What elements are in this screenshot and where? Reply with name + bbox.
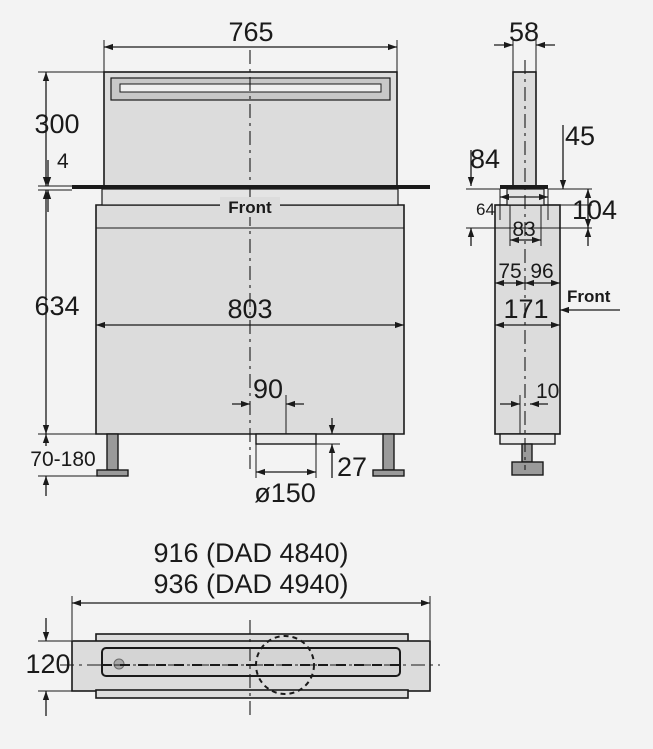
dim-634: 634 xyxy=(34,291,79,321)
dim-45: 45 xyxy=(565,121,595,151)
dim-803: 803 xyxy=(227,294,272,324)
side-foot-base xyxy=(511,461,544,476)
top-view: 916 (DAD 4840) 936 (DAD 4940) 120 xyxy=(25,538,440,718)
dim-64: 64 xyxy=(476,200,495,219)
dim-75: 75 xyxy=(498,260,521,283)
front-label: Front xyxy=(228,198,272,217)
side-duct xyxy=(499,433,556,445)
dim-83: 83 xyxy=(512,218,535,241)
dim-70-180: 70-180 xyxy=(30,448,95,471)
top-front-edge xyxy=(95,689,409,699)
top-intake-slot xyxy=(101,647,401,677)
duct-outlet xyxy=(255,433,317,445)
foot-right xyxy=(382,433,395,471)
side-body xyxy=(494,204,561,435)
dim-300: 300 xyxy=(34,109,79,139)
dim-27: 27 xyxy=(337,452,367,482)
dim-120: 120 xyxy=(25,649,70,679)
side-view: 58 84 45 64 104 83 75 96 171 xyxy=(466,17,620,476)
foot-left-base xyxy=(96,469,129,477)
dim-104: 104 xyxy=(572,195,617,225)
front-view: 765 300 4 634 70-180 Front 803 90 xyxy=(30,17,430,508)
dim-150: ø150 xyxy=(254,478,316,508)
dim-90: 90 xyxy=(253,374,283,404)
dim-10: 10 xyxy=(536,380,559,403)
dim-4: 4 xyxy=(57,150,69,173)
dim-171: 171 xyxy=(503,294,548,324)
dim-84: 84 xyxy=(470,144,500,174)
dim-765: 765 xyxy=(228,17,273,47)
dim-58: 58 xyxy=(509,17,539,47)
side-foot xyxy=(521,443,533,463)
countertop xyxy=(72,185,430,189)
foot-left xyxy=(106,433,119,471)
dim-916: 916 (DAD 4840) xyxy=(153,538,348,568)
dim-96: 96 xyxy=(530,260,553,283)
side-countertop xyxy=(500,185,548,189)
side-front-label: Front xyxy=(567,287,611,306)
dim-936: 936 (DAD 4940) xyxy=(153,569,348,599)
foot-right-base xyxy=(372,469,405,477)
